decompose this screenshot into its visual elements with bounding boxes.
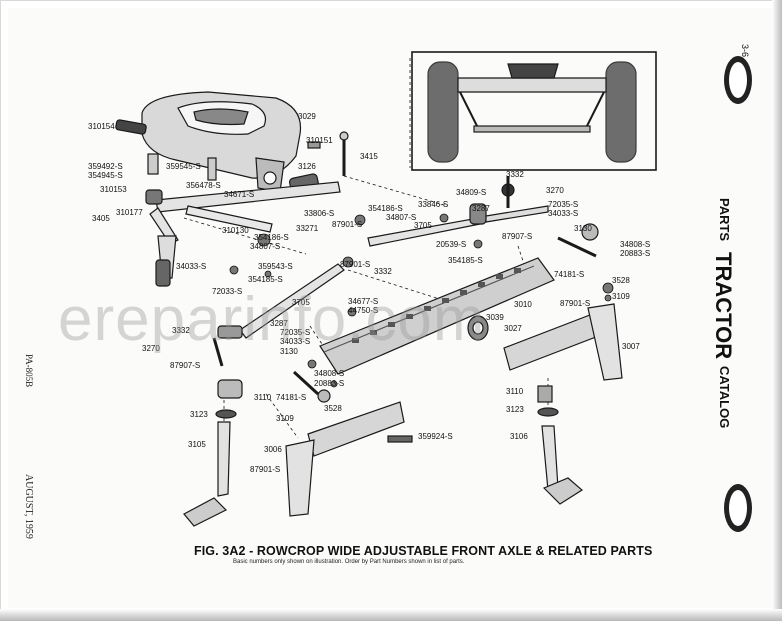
watermark: ereparinfo.com (58, 285, 486, 354)
tie-rod-lower (212, 263, 345, 367)
left-code: PA-805B (24, 354, 34, 388)
radius-rod (145, 181, 341, 287)
part-label: 33271 (296, 224, 319, 233)
part-label: 74181-S (276, 393, 307, 402)
part-label: 359543-S (258, 262, 293, 271)
axle-beam (319, 257, 555, 375)
part-label: 3270 (546, 186, 564, 195)
part-label: 3405 (92, 214, 110, 223)
part-label: 3528 (324, 404, 342, 413)
ford-logo-top (724, 56, 752, 104)
part-label: 3705 (292, 298, 310, 307)
part-label: 3415 (360, 152, 378, 161)
figure-caption: FIG. 3A2 - ROWCROP WIDE ADJUSTABLE FRONT… (194, 544, 653, 558)
part-label: 3123 (506, 405, 524, 414)
part-label: 3007 (622, 342, 640, 351)
center-support-casting (141, 91, 302, 193)
part-label: 3110 (506, 387, 524, 396)
part-label: 34033-S (176, 262, 207, 271)
part-label: 87907-S (170, 361, 201, 370)
part-label: 3029 (298, 112, 316, 121)
part-label: 354185-S (248, 275, 283, 284)
side-title-parts: PARTS (717, 198, 732, 242)
part-label: 87901-S (250, 465, 281, 474)
right-axle-extension (503, 223, 623, 505)
part-label: 34807-S (386, 213, 417, 222)
part-label: 3027 (504, 324, 522, 333)
part-label: 3110 (254, 393, 272, 402)
part-label: 310153 (100, 185, 127, 194)
left-axle-extension (183, 370, 413, 527)
frame-shadow-right (772, 0, 782, 621)
part-label: 3109 (276, 414, 294, 423)
part-label: 310177 (116, 208, 143, 217)
part-label: 3106 (510, 432, 528, 441)
left-date: AUGUST, 1959 (23, 474, 34, 539)
part-label: 3332 (506, 170, 524, 179)
part-label: 354186-S (368, 204, 403, 213)
side-title-catalog: CATALOG (717, 366, 732, 429)
part-label: 310154 (88, 122, 115, 131)
part-label: 34033-S (280, 337, 311, 346)
part-label: 310130 (222, 226, 249, 235)
part-label: 34809-S (456, 188, 487, 197)
part-label: 3105 (188, 440, 206, 449)
part-label: 359545-S (166, 162, 201, 171)
parts-illustration (115, 51, 752, 532)
part-label: 87907-S (502, 232, 533, 241)
part-label: 20883-S (314, 379, 345, 388)
catalog-page: 3-6 PARTS TRACTOR CATALOG PA-805B AUGUST… (8, 8, 772, 608)
part-label: 3126 (298, 162, 316, 171)
frame-shadow-bottom (0, 609, 782, 621)
part-label: 310151 (306, 136, 333, 145)
part-label: 20883-S (620, 249, 651, 258)
part-label: 3123 (190, 410, 208, 419)
part-label: 72033-S (212, 287, 243, 296)
part-label: 3287 (472, 204, 490, 213)
part-label: 3039 (486, 313, 504, 322)
part-label: 72035-S (280, 328, 311, 337)
page-number: 3-6 (740, 44, 750, 58)
tie-rod-upper (367, 176, 549, 247)
inset-front-view (411, 51, 657, 171)
part-label: 34808-S (314, 369, 345, 378)
part-label: 87901-S (340, 260, 371, 269)
part-label: 3010 (514, 300, 532, 309)
part-label: 34671-S (224, 190, 255, 199)
side-title-tractor: TRACTOR (711, 252, 736, 360)
part-label: 34677-S (348, 297, 379, 306)
part-label: 3130 (574, 224, 592, 233)
part-label: 74181-S (554, 270, 585, 279)
part-label: 3130 (280, 347, 298, 356)
part-label: 3109 (612, 292, 630, 301)
part-label: 34808-S (620, 240, 651, 249)
part-label: 356478-S (186, 181, 221, 190)
ford-logo-bottom (724, 484, 752, 532)
part-label: 3332 (374, 267, 392, 276)
part-label: 87901-S (560, 299, 591, 308)
part-label: 3332 (172, 326, 190, 335)
part-label: 354945-S (88, 171, 123, 180)
part-label: 72035-S (548, 200, 579, 209)
part-label: 33846-S (418, 200, 449, 209)
part-label: 354185-S (448, 256, 483, 265)
part-label: 44750-S (348, 306, 379, 315)
part-label: 359924-S (418, 432, 453, 441)
part-label: 33806-S (304, 209, 335, 218)
part-label: 3705 (414, 221, 432, 230)
part-label: 3006 (264, 445, 282, 454)
part-label: 354186-S (254, 233, 289, 242)
figure-subcaption: Basic numbers only shown on illustration… (233, 559, 465, 565)
part-label: 34807-S (250, 242, 281, 251)
part-label: 20539-S (436, 240, 467, 249)
part-label: 3287 (270, 319, 288, 328)
part-label: 34033-S (548, 209, 579, 218)
part-label: 359492-S (88, 162, 123, 171)
part-label: 87901-S (332, 220, 363, 229)
part-label: 3528 (612, 276, 630, 285)
part-label: 3270 (142, 344, 160, 353)
